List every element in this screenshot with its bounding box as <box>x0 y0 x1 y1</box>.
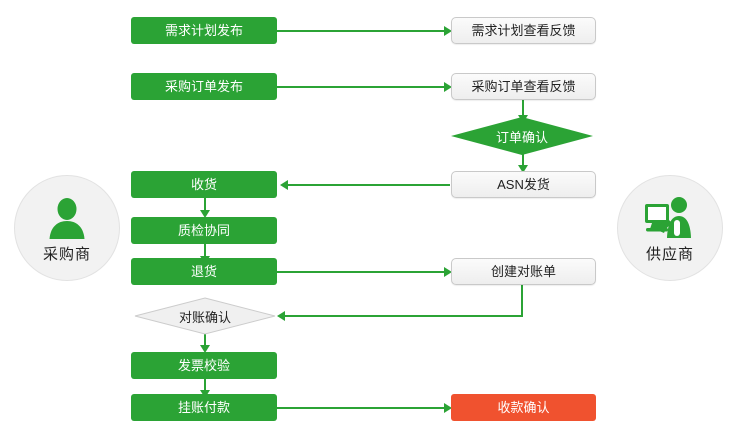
node-label: 创建对账单 <box>490 264 556 279</box>
edge-statement-down <box>521 285 523 316</box>
actor-label: 供应商 <box>645 246 694 263</box>
node-qc-collab[interactable]: 质检协同 <box>131 217 277 244</box>
node-return-goods[interactable]: 退货 <box>131 258 277 285</box>
edge-qc-to-return <box>204 244 206 258</box>
edge-demand-plan <box>277 30 444 32</box>
node-receipt-confirm[interactable]: 收款确认 <box>451 394 596 421</box>
edge-po-publish <box>277 86 444 88</box>
edge-receive-to-qc <box>204 198 206 212</box>
node-label: 订单确认 <box>495 129 548 145</box>
actor-supplier[interactable]: 供应商 <box>617 175 723 281</box>
node-payment-posting[interactable]: 挂账付款 <box>131 394 277 421</box>
node-label: 收款确认 <box>497 400 550 415</box>
edge-payment-to-receipt-arrowhead <box>444 403 452 413</box>
node-demand-plan-publish[interactable]: 需求计划发布 <box>131 17 277 44</box>
node-asn-delivery[interactable]: ASN发货 <box>451 171 596 198</box>
node-label: 对账确认 <box>178 309 231 325</box>
edge-confirm-to-invoice-arrowhead <box>200 345 210 353</box>
edge-statement-to-confirm-arrowhead <box>277 311 285 321</box>
edge-asn-to-receive-arrowhead <box>280 180 288 190</box>
node-label: 采购订单查看反馈 <box>471 79 576 94</box>
node-label: 采购订单发布 <box>164 79 243 94</box>
diamond-shape <box>134 297 276 335</box>
edge-invoice-to-payment <box>204 379 206 392</box>
node-order-confirm[interactable]: 订单确认 <box>451 117 593 155</box>
edge-return-to-statement-arrowhead <box>444 267 452 277</box>
node-label: 挂账付款 <box>177 400 230 415</box>
edge-order-confirm-to-asn <box>522 154 524 167</box>
node-statement-confirm[interactable]: 对账确认 <box>134 297 276 335</box>
edge-order-confirm-to-asn-arrowhead <box>518 165 528 173</box>
user-avatar-icon <box>40 192 94 240</box>
node-label: 质检协同 <box>177 223 230 238</box>
node-receive-goods[interactable]: 收货 <box>131 171 277 198</box>
node-label: 发票校验 <box>177 358 230 373</box>
edge-confirm-to-invoice <box>204 334 206 347</box>
node-invoice-check[interactable]: 发票校验 <box>131 352 277 379</box>
edge-return-to-statement <box>277 271 444 273</box>
edge-po-to-order-confirm <box>522 100 524 117</box>
node-po-publish[interactable]: 采购订单发布 <box>131 73 277 100</box>
actor-buyer[interactable]: 采购商 <box>14 175 120 281</box>
diamond-shape <box>451 117 593 155</box>
edge-po-publish-arrowhead <box>444 82 452 92</box>
node-label: 需求计划发布 <box>164 23 243 38</box>
edge-payment-to-receipt <box>277 407 444 409</box>
node-create-statement[interactable]: 创建对账单 <box>451 258 596 285</box>
actor-label: 采购商 <box>42 246 91 263</box>
node-label: 收货 <box>190 177 217 192</box>
edge-receive-to-qc-arrowhead <box>200 210 210 218</box>
node-label: ASN发货 <box>497 177 550 192</box>
edge-demand-plan-arrowhead <box>444 26 452 36</box>
node-label: 需求计划查看反馈 <box>471 23 576 38</box>
node-label: 退货 <box>190 264 217 279</box>
node-demand-plan-feedback[interactable]: 需求计划查看反馈 <box>451 17 596 44</box>
edge-asn-to-receive <box>288 184 450 186</box>
user-with-computer-icon <box>643 192 697 240</box>
node-po-feedback[interactable]: 采购订单查看反馈 <box>451 73 596 100</box>
edge-statement-left <box>285 315 523 317</box>
